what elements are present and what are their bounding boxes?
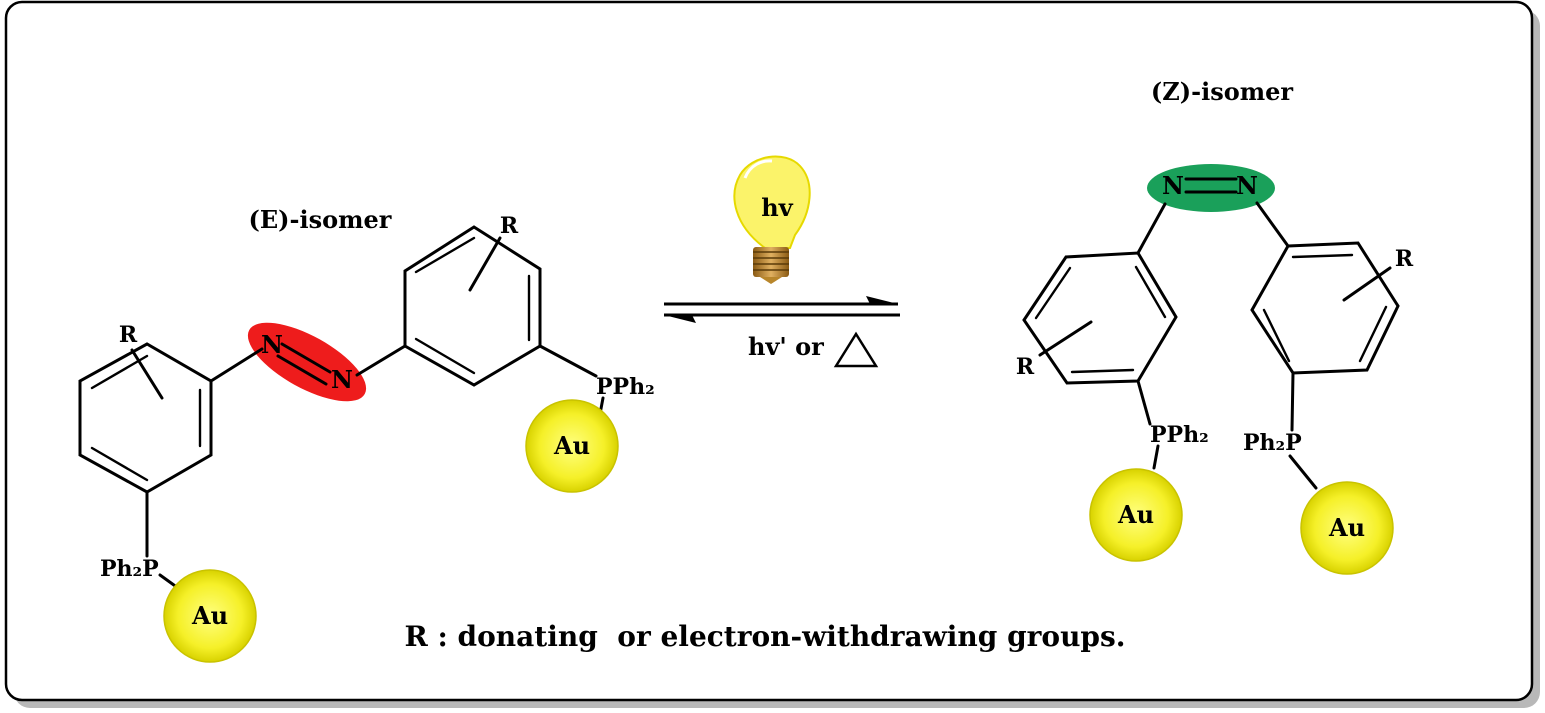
forward-condition: hv	[761, 193, 793, 222]
z-right-ring	[1250, 241, 1400, 375]
z-isomer-label: (Z)-isomer	[1151, 77, 1293, 106]
e-left-r: R	[119, 322, 138, 348]
e-right-gold-particle	[525, 399, 619, 493]
z-left-ring	[1022, 251, 1178, 385]
z-right-phosphine: Ph₂P	[1243, 430, 1302, 456]
z-isomer: (Z)-isomer N N R PPh₂ Au R	[1016, 77, 1414, 575]
e-left-gold-particle	[163, 569, 257, 663]
z-azo-highlight	[1147, 164, 1275, 212]
reverse-condition: hv' or	[748, 332, 824, 361]
z-right-au: Au	[1328, 513, 1365, 542]
e-right-au: Au	[553, 431, 590, 460]
e-azo-highlight	[247, 322, 367, 402]
z-left-phosphine: PPh₂	[1150, 422, 1209, 448]
z-right-gold-particle	[1300, 481, 1394, 575]
e-right-ring	[403, 225, 542, 387]
z-left-au: Au	[1117, 500, 1154, 529]
z-right-r: R	[1395, 246, 1414, 272]
lightbulb-icon	[733, 155, 811, 284]
heat-triangle-icon	[833, 331, 879, 368]
e-left-ring	[78, 342, 213, 494]
z-azo-n2: N	[1236, 171, 1258, 200]
e-left-r-bond	[130, 348, 164, 400]
equilibrium-arrows: hv hv' or	[664, 155, 900, 368]
e-azo-n1: N	[261, 330, 283, 359]
e-isomer: (E)-isomer R N N R PPh₂ Au Ph₂P	[78, 205, 655, 663]
e-left-phosphine: Ph₂P	[100, 556, 159, 582]
z-azo-n1: N	[1162, 171, 1184, 200]
e-right-r: R	[500, 213, 519, 239]
z-left-r: R	[1016, 354, 1035, 380]
footnote: R : donating or electron-withdrawing gro…	[404, 620, 1125, 653]
e-right-phosphine: PPh₂	[596, 374, 655, 400]
e-isomer-label: (E)-isomer	[249, 205, 392, 234]
z-left-gold-particle	[1089, 468, 1183, 562]
e-azo-n2: N	[331, 365, 353, 394]
e-left-au: Au	[191, 601, 228, 630]
